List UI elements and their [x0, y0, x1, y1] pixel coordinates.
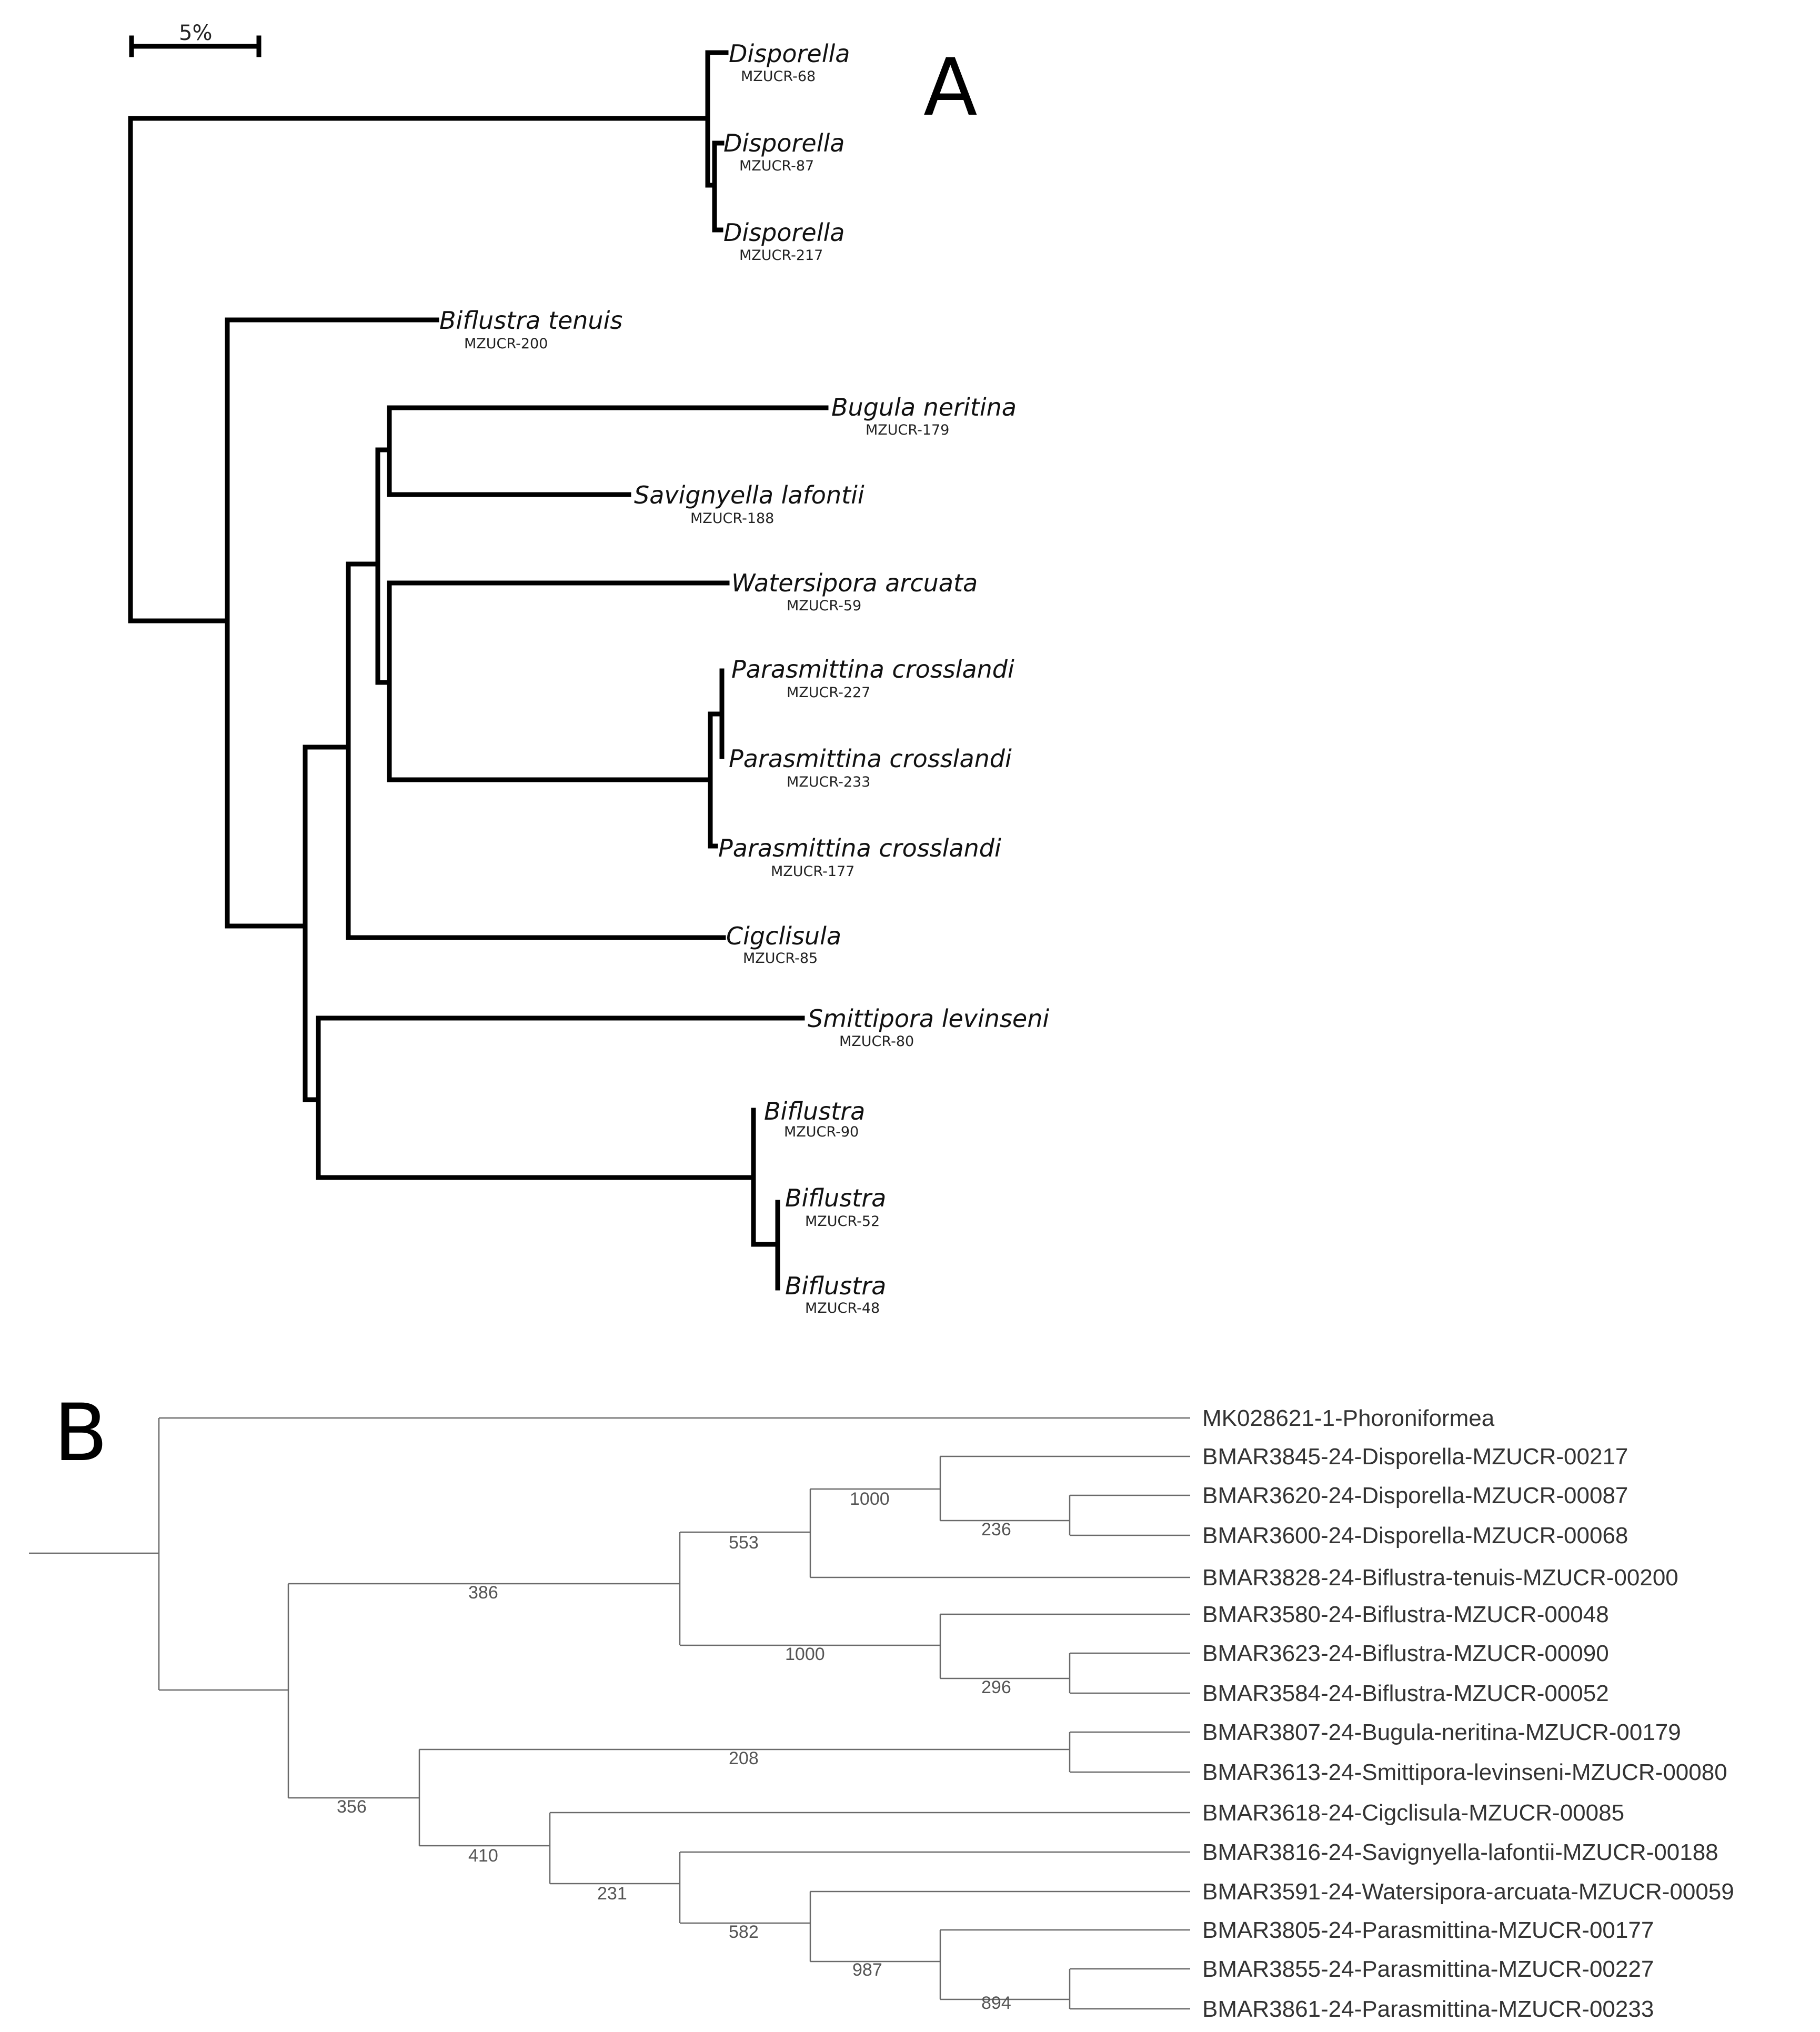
leaf-b-disporella-87: BMAR3620-24-Disporella-MZUCR-00087: [1202, 1483, 1628, 1508]
leaf-a-parasmittina-233: Parasmittina crosslandi MZUCR-233: [729, 745, 1012, 790]
tree-b-support-values: 1000 236 553 386 1000 296 208 356 410 23…: [337, 1489, 1011, 2013]
leaf-voucher: MZUCR-59: [787, 598, 861, 614]
leaf-name: Parasmittina crosslandi: [718, 834, 1001, 862]
leaf-voucher: MZUCR-217: [739, 247, 823, 264]
leaf-b-disporella-68: BMAR3600-24-Disporella-MZUCR-00068: [1202, 1523, 1628, 1548]
leaf-b-bugula-neritina: BMAR3807-24-Bugula-neritina-MZUCR-00179: [1202, 1719, 1681, 1745]
leaf-voucher: MZUCR-85: [743, 950, 818, 967]
leaf-b-watersipora-arcuata: BMAR3591-24-Watersipora-arcuata-MZUCR-00…: [1202, 1879, 1734, 1905]
leaf-voucher: MZUCR-87: [739, 158, 814, 174]
leaf-a-parasmittina-177: Parasmittina crosslandi MZUCR-177: [718, 834, 1001, 880]
leaf-voucher: MZUCR-52: [805, 1213, 880, 1230]
leaf-name: Watersipora arcuata: [731, 569, 978, 597]
leaf-b-parasmittina-233: BMAR3861-24-Parasmittina-MZUCR-00233: [1202, 1996, 1654, 2022]
leaf-b-smittipora-levinseni: BMAR3613-24-Smittipora-levinseni-MZUCR-0…: [1202, 1759, 1727, 1785]
leaf-voucher: MZUCR-80: [839, 1033, 914, 1050]
leaf-voucher: MZUCR-68: [741, 68, 816, 85]
leaf-voucher: MZUCR-227: [787, 685, 870, 701]
leaf-a-biflustra-tenuis: Biflustra tenuis MZUCR-200: [439, 306, 622, 352]
leaf-b-phoroniformea: MK028621-1-Phoroniformea: [1202, 1405, 1495, 1431]
leaf-b-savignyella-lafontii: BMAR3816-24-Savignyella-lafontii-MZUCR-0…: [1202, 1839, 1718, 1865]
leaf-a-smittipora-levinseni: Smittipora levinseni MZUCR-80: [808, 1004, 1049, 1050]
leaf-b-biflustra-90: BMAR3623-24-Biflustra-MZUCR-00090: [1202, 1641, 1609, 1666]
leaf-a-savignyella-lafontii: Savignyella lafontii MZUCR-188: [634, 481, 864, 527]
leaf-voucher: MZUCR-188: [690, 510, 774, 527]
leaf-name: Smittipora levinseni: [808, 1004, 1049, 1033]
leaf-b-disporella-217: BMAR3845-24-Disporella-MZUCR-00217: [1202, 1444, 1628, 1470]
leaf-name: Savignyella lafontii: [634, 481, 864, 509]
leaf-voucher: MZUCR-200: [464, 336, 548, 352]
support-value: 1000: [850, 1489, 890, 1509]
support-value: 231: [597, 1884, 627, 1904]
leaf-a-cigclisula: Cigclisula MZUCR-85: [726, 922, 841, 967]
support-value: 553: [729, 1533, 759, 1553]
panel-b-label: B: [54, 1387, 108, 1479]
support-value: 894: [981, 1993, 1011, 2013]
support-value: 1000: [785, 1644, 825, 1664]
leaf-name: Bugula neritina: [831, 393, 1017, 421]
leaf-name: Cigclisula: [726, 922, 841, 950]
leaf-name: Parasmittina crosslandi: [731, 655, 1014, 683]
leaf-a-biflustra-90: Biflustra MZUCR-90: [764, 1097, 865, 1140]
tree-b-branches: [29, 1417, 1190, 2010]
tree-a-branches: [128, 50, 829, 1291]
leaf-a-parasmittina-227: Parasmittina crosslandi MZUCR-227: [731, 655, 1014, 701]
leaf-name: Disporella: [723, 129, 844, 157]
support-value: 208: [729, 1748, 759, 1768]
leaf-a-disporella-87: Disporella MZUCR-87: [723, 129, 844, 174]
leaf-name: Biflustra: [785, 1272, 886, 1300]
leaf-voucher: MZUCR-177: [771, 863, 854, 880]
leaf-b-cigclisula: BMAR3618-24-Cigclisula-MZUCR-00085: [1202, 1800, 1624, 1826]
scale-bar-label: 5%: [179, 21, 212, 45]
leaf-b-parasmittina-177: BMAR3805-24-Parasmittina-MZUCR-00177: [1202, 1917, 1654, 1943]
leaf-voucher: MZUCR-233: [787, 774, 870, 790]
leaf-voucher: MZUCR-179: [866, 422, 949, 438]
leaf-name: Biflustra tenuis: [439, 306, 622, 335]
scale-bar: 5%: [129, 21, 262, 57]
leaf-a-disporella-68: Disporella MZUCR-68: [729, 39, 850, 85]
support-value: 356: [337, 1797, 367, 1817]
panel-a-label: A: [923, 42, 978, 134]
leaf-a-bugula-neritina: Bugula neritina MZUCR-179: [831, 393, 1017, 438]
leaf-name: Parasmittina crosslandi: [729, 745, 1012, 773]
leaf-voucher: MZUCR-90: [784, 1124, 859, 1140]
leaf-b-biflustra-52: BMAR3584-24-Biflustra-MZUCR-00052: [1202, 1681, 1609, 1706]
tree-b-leaves: MK028621-1-Phoroniformea BMAR3845-24-Dis…: [1202, 1405, 1734, 2022]
leaf-name: Biflustra: [785, 1184, 886, 1212]
support-value: 410: [468, 1846, 498, 1866]
leaf-name: Disporella: [729, 39, 850, 68]
leaf-voucher: MZUCR-48: [805, 1300, 880, 1316]
tree-a-leaves: Disporella MZUCR-68 Disporella MZUCR-87 …: [439, 39, 1049, 1316]
leaf-a-disporella-217: Disporella MZUCR-217: [723, 218, 844, 264]
leaf-a-biflustra-52: Biflustra MZUCR-52: [785, 1184, 886, 1230]
leaf-name: Disporella: [723, 218, 844, 247]
panel-b: B: [29, 1387, 1734, 2022]
leaf-b-biflustra-48: BMAR3580-24-Biflustra-MZUCR-00048: [1202, 1602, 1609, 1627]
leaf-a-biflustra-48: Biflustra MZUCR-48: [785, 1272, 886, 1316]
support-value: 386: [468, 1583, 498, 1603]
leaf-name: Biflustra: [764, 1097, 865, 1125]
leaf-b-biflustra-tenuis: BMAR3828-24-Biflustra-tenuis-MZUCR-00200: [1202, 1565, 1678, 1591]
support-value: 296: [981, 1677, 1011, 1697]
leaf-a-watersipora-arcuata: Watersipora arcuata MZUCR-59: [731, 569, 978, 614]
support-value: 987: [852, 1960, 882, 1980]
panel-a: A 5%: [128, 21, 1049, 1316]
support-value: 582: [729, 1922, 759, 1942]
support-value: 236: [981, 1520, 1011, 1540]
leaf-b-parasmittina-227: BMAR3855-24-Parasmittina-MZUCR-00227: [1202, 1956, 1654, 1982]
